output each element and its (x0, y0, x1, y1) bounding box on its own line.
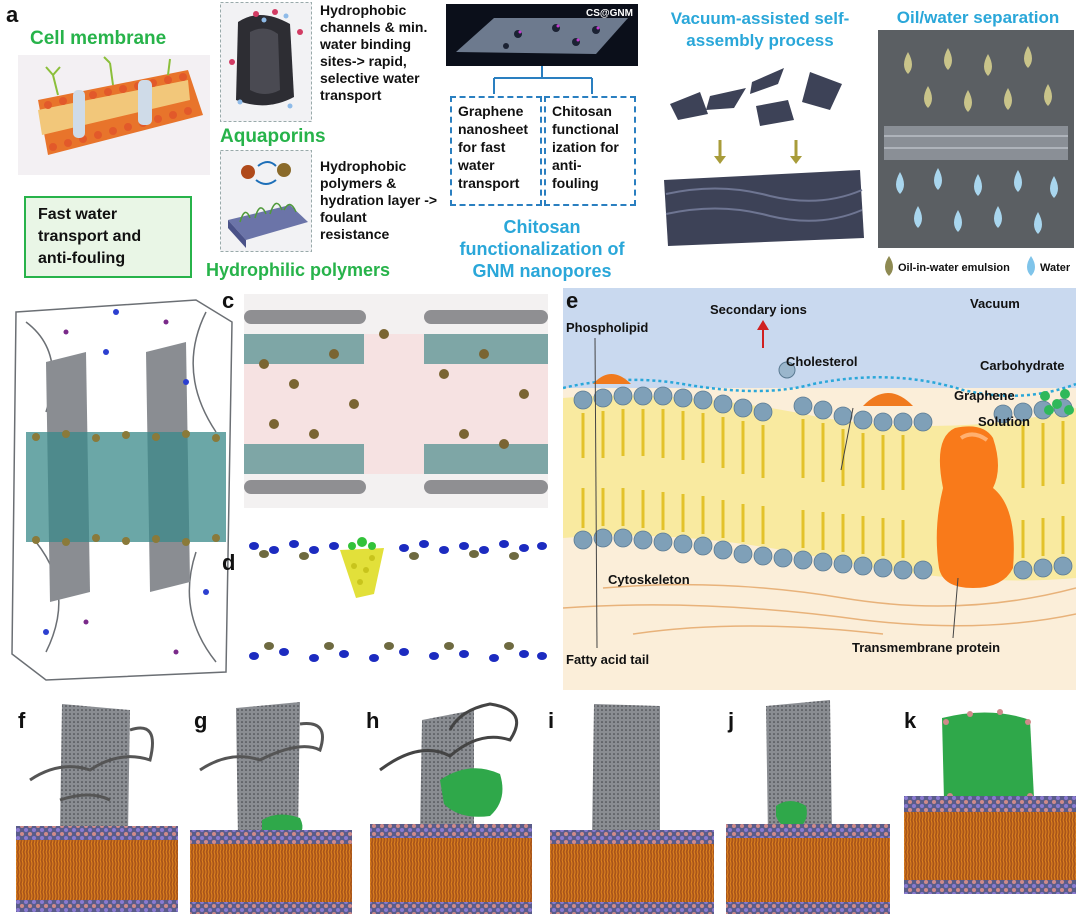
aquaporin-illustration (220, 2, 312, 122)
panel-e-membrane-diagram (563, 288, 1076, 690)
vacuum-assembly-illustration (660, 62, 870, 252)
panel-label-d: d (222, 550, 235, 576)
water-drop-legend-icon (1024, 256, 1038, 276)
legend-oil-label: Oil-in-water emulsion (898, 262, 1010, 274)
fast-water-text: Fast water transport and anti-fouling (38, 206, 141, 267)
label-fatty-acid-tail: Fatty acid tail (566, 652, 649, 667)
label-vacuum: Vacuum (970, 296, 1020, 311)
aquaporin-description: Hydrophobic channels & min. water bindin… (320, 2, 440, 104)
legend-water-label: Water (1040, 262, 1070, 274)
panel-d-bilayer-simulation (244, 526, 548, 686)
label-transmembrane-protein: Transmembrane protein (852, 640, 1000, 655)
fast-water-box: Fast water transport and anti-fouling (24, 196, 192, 278)
label-cytoskeleton: Cytoskeleton (608, 572, 690, 587)
polymer-description: Hydrophobic polymers & hydration layer -… (320, 158, 438, 243)
label-phospholipid: Phospholipid (566, 320, 648, 335)
oil-drop-legend-icon (882, 256, 896, 276)
label-graphene: Graphene (954, 388, 1015, 403)
oil-water-title: Oil/water separation (880, 8, 1076, 28)
label-carbohydrate: Carbohydrate (980, 358, 1065, 373)
chitosan-functionalization-text: Chitosan functional ization for anti-fou… (552, 103, 619, 191)
csgnm-bracket (446, 66, 638, 96)
label-secondary-ions: Secondary ions (710, 302, 807, 317)
vacuum-assembly-title: Vacuum-assisted self-assembly process (650, 8, 870, 52)
hydrophilic-polymer-illustration (220, 150, 312, 252)
hydrophilic-polymers-title: Hydrophilic polymers (206, 260, 390, 281)
panel-c-pore-simulation (244, 294, 548, 508)
panel-b-simulation-box (6, 292, 238, 684)
graphene-nanosheet-text: Graphene nanosheet for fast water transp… (458, 103, 528, 191)
csgnm-tag: CS@GNM (586, 8, 633, 19)
label-cholesterol: Cholesterol (786, 354, 858, 369)
panels-f-to-k-simulations (0, 700, 1080, 921)
oil-water-separation-illustration (878, 30, 1074, 248)
cell-membrane-illustration (18, 55, 210, 175)
chitosan-caption: Chitosan functionalization of GNM nanopo… (448, 216, 636, 282)
chitosan-functionalization-box: Chitosan functional ization for anti-fou… (544, 96, 636, 206)
aquaporins-title: Aquaporins (220, 126, 326, 148)
cell-membrane-title: Cell membrane (30, 28, 166, 50)
graphene-nanosheet-box: Graphene nanosheet for fast water transp… (450, 96, 542, 206)
panel-label-c: c (222, 288, 234, 314)
label-solution: Solution (978, 414, 1030, 429)
panel-label-a: a (6, 2, 18, 28)
panel-label-e: e (566, 288, 578, 314)
